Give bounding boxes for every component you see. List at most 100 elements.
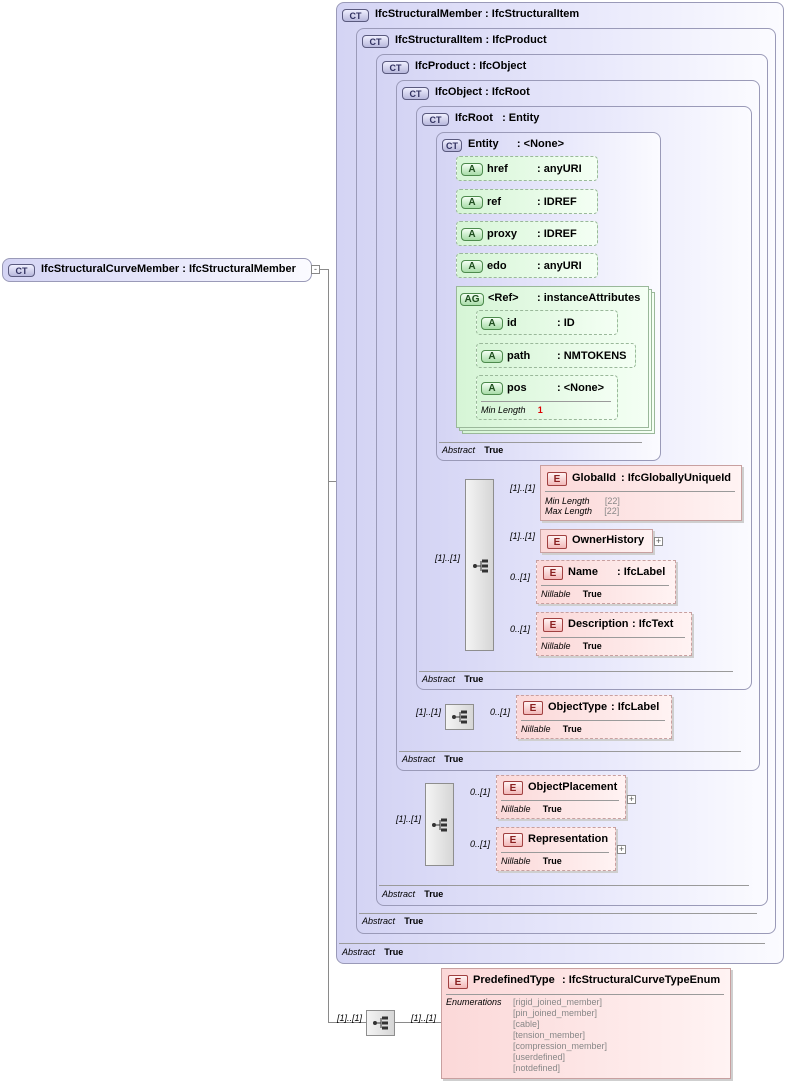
attribute-name: edo bbox=[487, 260, 507, 272]
abstract-label: Abstract bbox=[442, 445, 476, 455]
separator: : bbox=[472, 60, 477, 72]
abstract-label: Abstract bbox=[382, 889, 416, 899]
separator: : bbox=[537, 292, 541, 304]
element-name-ifclabel[interactable]: E Name : IfcLabel Nillable True bbox=[536, 560, 676, 604]
element-predefinedtype[interactable]: E PredefinedType : IfcStructuralCurveTyp… bbox=[441, 968, 731, 1079]
nillable-label: Nillable bbox=[541, 589, 571, 599]
attribute-name: pos bbox=[507, 382, 527, 394]
attribute-href[interactable]: A href : anyURI bbox=[456, 156, 598, 181]
element-representation[interactable]: E Representation Nillable True bbox=[496, 827, 616, 871]
cardinality: 0..[1] bbox=[470, 839, 491, 849]
type-base: IfcProduct bbox=[492, 34, 547, 46]
element-icon: E bbox=[547, 535, 567, 549]
abstract-value: True bbox=[404, 916, 424, 926]
element-description[interactable]: E Description : IfcText Nillable True bbox=[536, 612, 692, 656]
root-type-label: IfcStructuralCurveMember : IfcStructural… bbox=[41, 263, 296, 275]
attribute-group-type-value: instanceAttributes bbox=[543, 292, 641, 304]
ct-icon: CT bbox=[382, 61, 409, 74]
ct-icon: CT bbox=[342, 9, 369, 22]
enum-value: [rigid_joined_member] bbox=[513, 997, 603, 1007]
sequence-object[interactable] bbox=[445, 704, 474, 730]
abstract-row: Abstract True bbox=[342, 946, 403, 958]
separator: : bbox=[617, 566, 621, 578]
plus-icon[interactable]: + bbox=[627, 794, 636, 804]
element-type: : IfcStructuralCurveTypeEnum bbox=[562, 974, 720, 986]
facet-separator bbox=[521, 720, 665, 721]
attribute-icon: A bbox=[481, 382, 503, 395]
type-base: IfcObject bbox=[479, 60, 527, 72]
facet-separator bbox=[541, 585, 669, 586]
type-base: IfcStructuralItem bbox=[491, 8, 580, 20]
sequence-product[interactable] bbox=[425, 783, 454, 866]
separator: : bbox=[182, 263, 186, 275]
element-type: : IfcLabel bbox=[617, 566, 665, 578]
nillable-label: Nillable bbox=[521, 724, 551, 734]
sequence-root[interactable] bbox=[465, 479, 494, 651]
element-objectplacement[interactable]: E ObjectPlacement Nillable True bbox=[496, 775, 626, 819]
element-globalid[interactable]: E GlobalId : IfcGloballyUniqueId Min Len… bbox=[540, 465, 742, 521]
separator: : bbox=[516, 138, 521, 150]
cardinality: [1]..[1] bbox=[510, 531, 536, 541]
element-ownerhistory[interactable]: E OwnerHistory bbox=[540, 529, 653, 553]
attribute-ref[interactable]: A ref : IDREF bbox=[456, 189, 598, 214]
enum-value: [compression_member] bbox=[513, 1041, 608, 1051]
abstract-row: Abstract True bbox=[382, 888, 443, 900]
connector-seq-predef bbox=[395, 1022, 441, 1023]
plus-icon[interactable]: + bbox=[654, 536, 663, 546]
ct-icon: CT bbox=[8, 264, 35, 277]
element-name: Representation bbox=[528, 833, 609, 845]
attribute-type: : anyURI bbox=[537, 260, 582, 272]
enum-value: [cable] bbox=[513, 1019, 540, 1029]
attribute-pos[interactable]: A pos : <None> Min Length 1 bbox=[476, 375, 618, 420]
attribute-edo[interactable]: A edo : anyURI bbox=[456, 253, 598, 278]
enum-value: [userdefined] bbox=[513, 1052, 566, 1062]
plus-icon[interactable]: - bbox=[311, 265, 320, 274]
plus-icon[interactable]: + bbox=[617, 844, 626, 854]
sequence-bottom[interactable] bbox=[366, 1010, 395, 1036]
attribute-type: : ID bbox=[557, 317, 575, 329]
attribute-name: id bbox=[507, 317, 517, 329]
attribute-proxy[interactable]: A proxy : IDREF bbox=[456, 221, 598, 246]
attribute-type-value: IDREF bbox=[543, 228, 577, 240]
sequence-icon bbox=[452, 710, 467, 724]
element-name: ObjectPlacement bbox=[528, 781, 618, 793]
attribute-path[interactable]: A path : NMTOKENS bbox=[476, 343, 636, 368]
facet-separator bbox=[446, 994, 724, 995]
separator: : bbox=[621, 472, 625, 484]
cardinality: [1]..[1] bbox=[411, 1013, 437, 1023]
cardinality: 0..[1] bbox=[470, 787, 491, 797]
nillable-row: Nillable True bbox=[541, 588, 602, 600]
abstract-row: Abstract True bbox=[402, 753, 463, 765]
enum-value: [notdefined] bbox=[513, 1063, 561, 1073]
enumerations-label: Enumerations bbox=[446, 997, 502, 1007]
attribute-type-value: IDREF bbox=[543, 196, 577, 208]
attribute-icon: A bbox=[461, 163, 483, 176]
separator: : bbox=[537, 228, 541, 240]
element-icon: E bbox=[543, 618, 563, 632]
element-type-value: IfcGloballyUniqueId bbox=[627, 472, 732, 484]
separator: : bbox=[537, 163, 541, 175]
type-label: IfcStructuralItem : IfcProduct bbox=[395, 34, 547, 46]
attribute-type-value: <None> bbox=[563, 382, 605, 394]
min-length-value: 1 bbox=[537, 405, 543, 415]
facet-separator bbox=[545, 491, 735, 492]
abstract-separator bbox=[379, 885, 749, 886]
type-name: IfcStructuralMember bbox=[375, 8, 482, 20]
attribute-type-value: anyURI bbox=[543, 260, 582, 272]
element-name: GlobalId bbox=[572, 472, 616, 484]
type-base: IfcRoot bbox=[491, 86, 530, 98]
attribute-id[interactable]: A id : ID bbox=[476, 310, 618, 335]
element-objecttype[interactable]: E ObjectType : IfcLabel Nillable True bbox=[516, 695, 672, 739]
min-length-label: Min Length bbox=[481, 405, 526, 415]
abstract-label: Abstract bbox=[342, 947, 376, 957]
attribute-name: path bbox=[507, 350, 531, 362]
attribute-icon: A bbox=[461, 228, 483, 241]
abstract-separator bbox=[419, 671, 733, 672]
element-icon: E bbox=[503, 781, 523, 795]
abstract-value: True bbox=[444, 754, 464, 764]
separator: : bbox=[485, 86, 489, 98]
attribute-group-name: <Ref> bbox=[488, 292, 519, 304]
root-complex-type[interactable]: CT IfcStructuralCurveMember : IfcStructu… bbox=[2, 258, 312, 282]
element-type: : IfcGloballyUniqueId bbox=[621, 472, 731, 484]
type-label: IfcProduct : IfcObject bbox=[415, 60, 526, 72]
